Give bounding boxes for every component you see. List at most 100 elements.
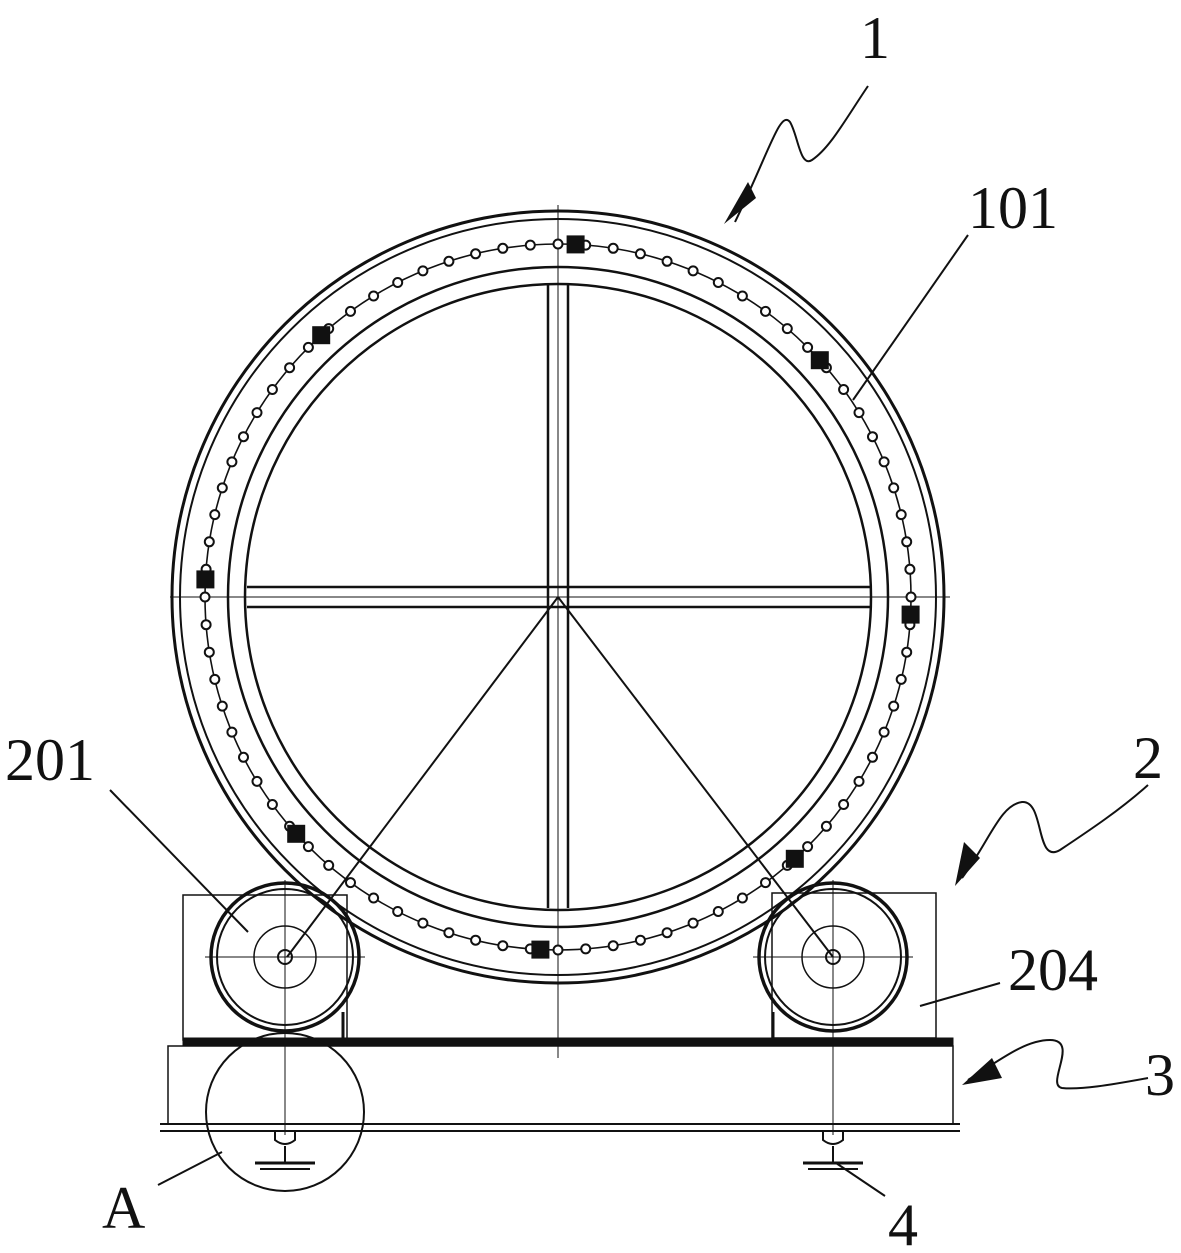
chain-block bbox=[901, 605, 920, 624]
leader-201 bbox=[109, 789, 249, 933]
chain-pin bbox=[712, 906, 724, 917]
chain-pin bbox=[392, 906, 404, 917]
chain-pin bbox=[368, 892, 380, 904]
right-roller bbox=[753, 880, 913, 1135]
chain-pin bbox=[302, 841, 314, 853]
chain-pin bbox=[266, 799, 278, 810]
labels: 1 101 201 2 204 3 A 4 bbox=[5, 5, 1175, 1253]
chain-pin bbox=[226, 726, 238, 738]
leader-2 bbox=[961, 784, 1149, 879]
chain-pin bbox=[687, 917, 699, 929]
roller-frame bbox=[182, 892, 954, 1046]
left-roller-housing bbox=[182, 894, 348, 1041]
chain-pin bbox=[661, 927, 673, 939]
chain-pin bbox=[203, 646, 215, 658]
chain-pin bbox=[203, 536, 215, 548]
chain-pin bbox=[345, 877, 356, 889]
base-frame bbox=[167, 1045, 954, 1125]
chain-pin bbox=[888, 700, 900, 712]
chain-pin bbox=[417, 917, 429, 929]
label-ring-gear: 101 bbox=[968, 175, 1058, 241]
chain-pin bbox=[781, 323, 793, 335]
chain-block bbox=[196, 570, 215, 589]
chain-pin bbox=[802, 841, 814, 853]
chain-pin bbox=[226, 456, 238, 468]
label-roller: 201 bbox=[5, 727, 95, 793]
chain-pin bbox=[251, 407, 263, 419]
chain-pin bbox=[878, 456, 890, 468]
chain-pin bbox=[878, 726, 890, 738]
chain-pin bbox=[853, 775, 865, 787]
chain-block bbox=[287, 824, 306, 843]
leader-3 bbox=[967, 1038, 1149, 1090]
chain-pin bbox=[607, 242, 619, 254]
chain-pin bbox=[905, 591, 917, 603]
chain-pin bbox=[895, 509, 907, 521]
chain-pin bbox=[736, 892, 748, 904]
chain-pin bbox=[712, 277, 724, 288]
chain-pin bbox=[736, 290, 748, 302]
chain-pin bbox=[470, 248, 482, 260]
chain-pin bbox=[209, 509, 221, 521]
chain-pin bbox=[838, 384, 850, 395]
chain-pin bbox=[302, 341, 314, 353]
chain-pin bbox=[497, 940, 509, 952]
chain-pin bbox=[901, 536, 913, 548]
chain-pin bbox=[323, 859, 335, 871]
left-roller bbox=[205, 880, 365, 1135]
chain-pin bbox=[443, 255, 455, 267]
chain-pin bbox=[552, 944, 564, 956]
label-drum: 1 bbox=[860, 5, 890, 71]
arrow-3 bbox=[962, 1058, 1002, 1085]
leader-1 bbox=[734, 85, 869, 223]
chain-pin bbox=[238, 751, 249, 763]
chain-block bbox=[312, 326, 331, 345]
chain-pin bbox=[853, 407, 865, 419]
chain-pin bbox=[760, 305, 771, 317]
chain-pin bbox=[802, 341, 814, 353]
chain-block bbox=[810, 351, 829, 370]
chain-pin bbox=[580, 943, 592, 955]
chain-pin bbox=[417, 265, 429, 277]
chain-pin bbox=[867, 751, 878, 763]
left-rail-head bbox=[274, 1132, 296, 1145]
leader-4 bbox=[835, 1162, 886, 1197]
chain-pin bbox=[895, 673, 907, 685]
chain-pin bbox=[904, 563, 916, 575]
chain-pin bbox=[345, 305, 356, 317]
chain-pin bbox=[634, 934, 646, 946]
chain-pin bbox=[552, 238, 564, 250]
chain-pins bbox=[199, 238, 917, 956]
leader-101 bbox=[852, 234, 969, 401]
chain-pin bbox=[661, 255, 673, 267]
arrow-2 bbox=[955, 842, 980, 886]
chain-block bbox=[785, 849, 804, 868]
chain-blocks bbox=[196, 235, 920, 959]
chain-pin bbox=[470, 934, 482, 946]
left-brace bbox=[286, 596, 559, 958]
base bbox=[160, 1045, 960, 1132]
chain-block bbox=[566, 235, 585, 254]
chain-pin bbox=[687, 265, 699, 277]
chain-pin bbox=[867, 431, 878, 443]
chain-pin bbox=[820, 820, 832, 832]
leaders bbox=[109, 85, 1149, 1197]
label-detail: A bbox=[102, 1175, 145, 1241]
right-rail-head bbox=[822, 1132, 844, 1145]
chain-pin bbox=[238, 431, 249, 443]
chain-pin bbox=[443, 927, 455, 939]
chain-pin bbox=[216, 700, 228, 712]
chain-pin bbox=[901, 646, 913, 658]
arrow-1 bbox=[724, 182, 756, 224]
label-base: 3 bbox=[1145, 1042, 1175, 1108]
chain-pin bbox=[888, 482, 900, 494]
chain-pin bbox=[607, 940, 619, 952]
label-roller-frame: 2 bbox=[1133, 725, 1163, 791]
right-rail bbox=[803, 1132, 863, 1170]
label-rail: 4 bbox=[888, 1192, 918, 1253]
chain-pin bbox=[200, 619, 212, 631]
label-frame-plate: 204 bbox=[1008, 937, 1098, 1003]
detail-a-circle bbox=[205, 1032, 365, 1192]
chain-pin bbox=[524, 239, 536, 251]
